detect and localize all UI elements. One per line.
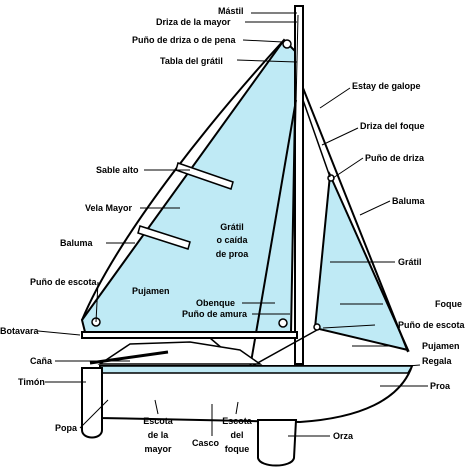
label-proa: Proa — [430, 381, 451, 391]
label-gratil-mayor-3: de proa — [215, 249, 249, 259]
label-mastil: Mástil — [218, 6, 244, 16]
forestay — [302, 87, 409, 353]
label-escota-foque-2: del — [230, 430, 244, 440]
label-escota-mayor-3: mayor — [144, 444, 172, 454]
label-orza: Orza — [333, 431, 354, 441]
label-puno-driza-pena: Puño de driza o de pena — [132, 35, 236, 45]
label-gratil-mayor-1: Grátil — [220, 222, 244, 232]
label-sable-alto: Sable alto — [96, 165, 139, 175]
jib-tack-cringle — [313, 323, 321, 331]
label-pujamen-foque: Pujamen — [422, 341, 460, 351]
label-puno-escota-foque: Puño de escota — [398, 320, 465, 330]
label-cana: Caña — [30, 356, 53, 366]
label-driza-mayor: Driza de la mayor — [156, 17, 231, 27]
label-driza-foque: Driza del foque — [360, 121, 425, 131]
label-escota-mayor-1: Escota — [143, 416, 173, 426]
label-pujamen-mayor: Pujamen — [132, 286, 170, 296]
mainsail-leech — [81, 39, 285, 321]
label-puno-driza: Puño de driza — [365, 153, 425, 163]
mast — [294, 5, 304, 365]
sable-alto-batten — [175, 162, 234, 190]
label-baluma-mayor: Baluma — [60, 238, 93, 248]
shroud — [249, 99, 297, 369]
label-estay-galope: Estay de galope — [352, 81, 421, 91]
label-escota-foque-1: Escota — [222, 416, 252, 426]
label-popa: Popa — [55, 423, 78, 433]
label-regala: Regala — [422, 356, 452, 366]
label-obenque: Obenque — [196, 298, 236, 308]
lower-batten — [137, 225, 191, 250]
label-tabla-gratil: Tabla del grátil — [160, 56, 223, 66]
label-casco: Casco — [192, 438, 220, 448]
leader-lines — [37, 12, 428, 437]
gunwale — [99, 365, 414, 374]
label-puno-escota-mayor: Puño de escota — [30, 277, 97, 287]
label-escota-mayor-2: de la — [147, 430, 169, 440]
label-gratil-foque: Grátil — [398, 257, 422, 267]
boom — [81, 331, 298, 339]
label-puno-amura: Puño de amura — [182, 309, 248, 319]
centerboard — [257, 419, 298, 467]
label-escota-foque-3: foque — [224, 444, 250, 454]
jib-halyard — [302, 99, 331, 178]
label-vela-mayor: Vela Mayor — [85, 203, 133, 213]
label-gratil-mayor-2: o caída — [216, 235, 248, 245]
tack-cringle — [278, 318, 288, 328]
cockpit — [97, 341, 263, 365]
label-foque: Foque — [435, 299, 462, 309]
label-baluma-foque: Baluma — [392, 196, 425, 206]
rudder — [81, 367, 103, 439]
label-timon: Timón — [18, 377, 45, 387]
label-botavara: Botavara — [0, 326, 39, 336]
head-cringle — [282, 39, 292, 49]
main-halyard — [290, 14, 299, 331]
hull — [99, 365, 414, 424]
